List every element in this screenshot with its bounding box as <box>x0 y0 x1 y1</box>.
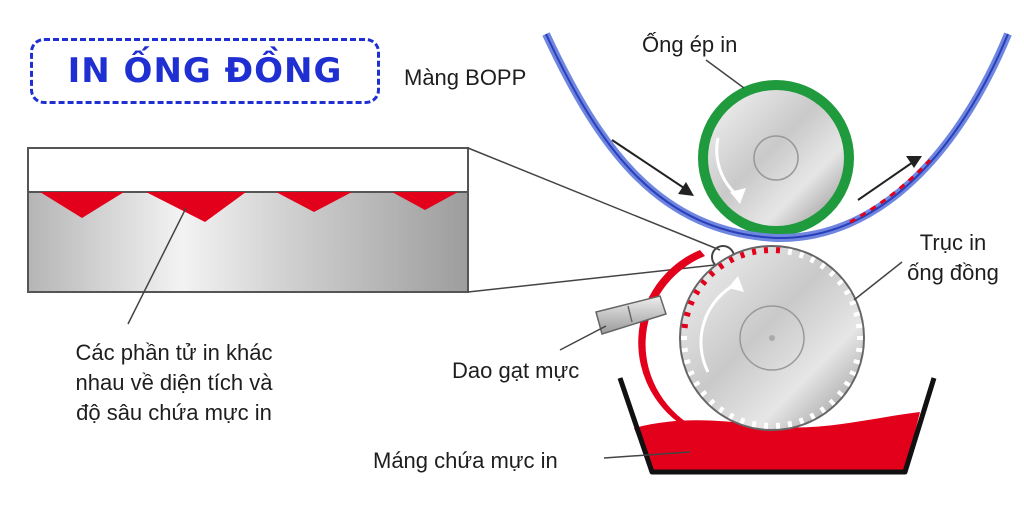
pressure-roller <box>698 80 854 236</box>
label-print-cylinder: Trục in ống đồng <box>888 228 1018 288</box>
cylinder-cell-notch <box>836 390 844 397</box>
ink-cell-4 <box>392 192 458 210</box>
roller-arrow-head <box>730 188 746 204</box>
cylinder-cell-notch <box>683 311 691 318</box>
label-doctor-blade: Dao gạt mực <box>452 358 580 383</box>
ink-pool <box>634 412 920 472</box>
film-in-arrow-line <box>611 139 691 193</box>
cylinder-cell-notch <box>693 380 701 388</box>
pressure-roller-leader <box>705 59 745 89</box>
print-cylinder <box>638 245 865 431</box>
bopp-film-edge <box>545 33 1009 240</box>
cylinder-cell-notch <box>809 412 816 420</box>
cylinder-cell-notch <box>681 323 689 329</box>
cylinder-arrow-head <box>728 276 744 292</box>
cylinder-cell-notch <box>700 390 708 397</box>
zoom-line-top <box>467 147 721 251</box>
ink-tray-leader <box>603 451 691 459</box>
doctor-blade <box>595 295 667 335</box>
cylinder-cell-notch <box>855 347 863 353</box>
cylinder-cell-notch <box>828 398 836 406</box>
cylinder-cell-notch <box>787 420 793 428</box>
label-cells-line3: độ sâu chứa mực in <box>76 400 272 425</box>
cylinder-cell-notch <box>751 248 757 256</box>
magnified-cells-view <box>27 147 735 325</box>
film-in-arrow-head <box>678 182 694 196</box>
cylinder-cell-notch <box>683 358 691 365</box>
cylinder-cell-notch <box>853 358 861 365</box>
cylinder-cell-notch <box>693 288 701 296</box>
label-print-cylinder-line2: ống đồng <box>907 260 999 285</box>
ink-cell-1 <box>40 192 124 218</box>
cylinder-cell-notch <box>751 420 757 428</box>
doctor-blade-leader <box>559 325 607 351</box>
cylinder-hub-center <box>769 335 775 341</box>
label-cells: Các phần tử in khác nhau về diện tích và… <box>24 338 324 428</box>
ink-cell-3 <box>276 192 352 212</box>
cylinder-cell-notch <box>828 270 836 278</box>
title-box: IN ỐNG ĐỒNG <box>30 38 380 104</box>
cylinder-cell-notch <box>798 417 805 425</box>
print-cylinder-leader <box>853 261 903 301</box>
printed-ink-on-film <box>849 158 932 224</box>
cylinder-cell-notch <box>843 380 851 388</box>
cylinder-cell-notch <box>681 347 689 353</box>
page-title: IN ỐNG ĐỒNG <box>67 51 343 91</box>
cylinder-cell-notch <box>708 270 716 278</box>
cylinder-cell-notch <box>819 262 827 270</box>
label-ink-tray: Máng chứa mực in <box>373 448 558 473</box>
ink-tray <box>617 377 937 475</box>
zoom-line-bottom <box>467 263 725 293</box>
doctor-blade-detail <box>627 305 633 323</box>
cylinder-cell-notch <box>717 262 725 270</box>
cylinder-hub-ring <box>739 305 805 371</box>
cylinder-cell-notch <box>728 256 735 264</box>
cylinder-cell-notch <box>708 398 716 406</box>
cylinder-cell-notch <box>836 279 844 286</box>
cylinder-cell-notch <box>849 370 857 377</box>
cylinder-cell-notch <box>843 288 851 296</box>
cylinder-cell-notch <box>798 251 805 259</box>
cylinder-cell-notch <box>700 279 708 286</box>
cylinder-rotation-arrow <box>699 282 737 373</box>
label-print-cylinder-line1: Trục in <box>919 230 987 255</box>
cylinder-cell-notch <box>819 406 827 414</box>
cells-leader-line <box>127 207 187 325</box>
cylinder-cell-notch <box>853 311 861 318</box>
ink-cell-2 <box>146 192 246 222</box>
cylinder-cell-notch <box>728 412 735 420</box>
cylinder-cell-notch <box>687 299 695 306</box>
cylinder-ink-coating <box>638 250 705 430</box>
pressure-roller-hub <box>753 135 799 181</box>
film-out-arrow-head <box>906 156 922 168</box>
pressure-roller-body <box>708 90 844 226</box>
label-pressure-roller: Ống ép in <box>642 32 738 57</box>
cylinder-cell-notch <box>809 256 816 264</box>
magnified-cylinder-surface <box>27 191 469 293</box>
cylinder-cells-ring <box>681 247 863 429</box>
label-bopp-film: Màng BOPP <box>404 65 527 90</box>
cylinder-cell-notch <box>739 251 746 259</box>
cylinder-cell-notch <box>855 323 863 329</box>
label-cells-line2: nhau về diện tích và <box>75 370 273 395</box>
cylinder-cell-notch <box>717 406 725 414</box>
magnified-film-strip <box>27 147 469 193</box>
cylinder-cell-notch <box>849 299 857 306</box>
cylinder-cell-notch <box>739 417 746 425</box>
bopp-film <box>542 32 1012 243</box>
film-out-arrow-line <box>857 159 917 201</box>
tray-outline <box>617 377 937 475</box>
cylinder-cell-notch <box>787 248 793 256</box>
label-cells-line1: Các phần tử in khác <box>75 340 273 365</box>
cylinder-cell-notch <box>687 370 695 377</box>
